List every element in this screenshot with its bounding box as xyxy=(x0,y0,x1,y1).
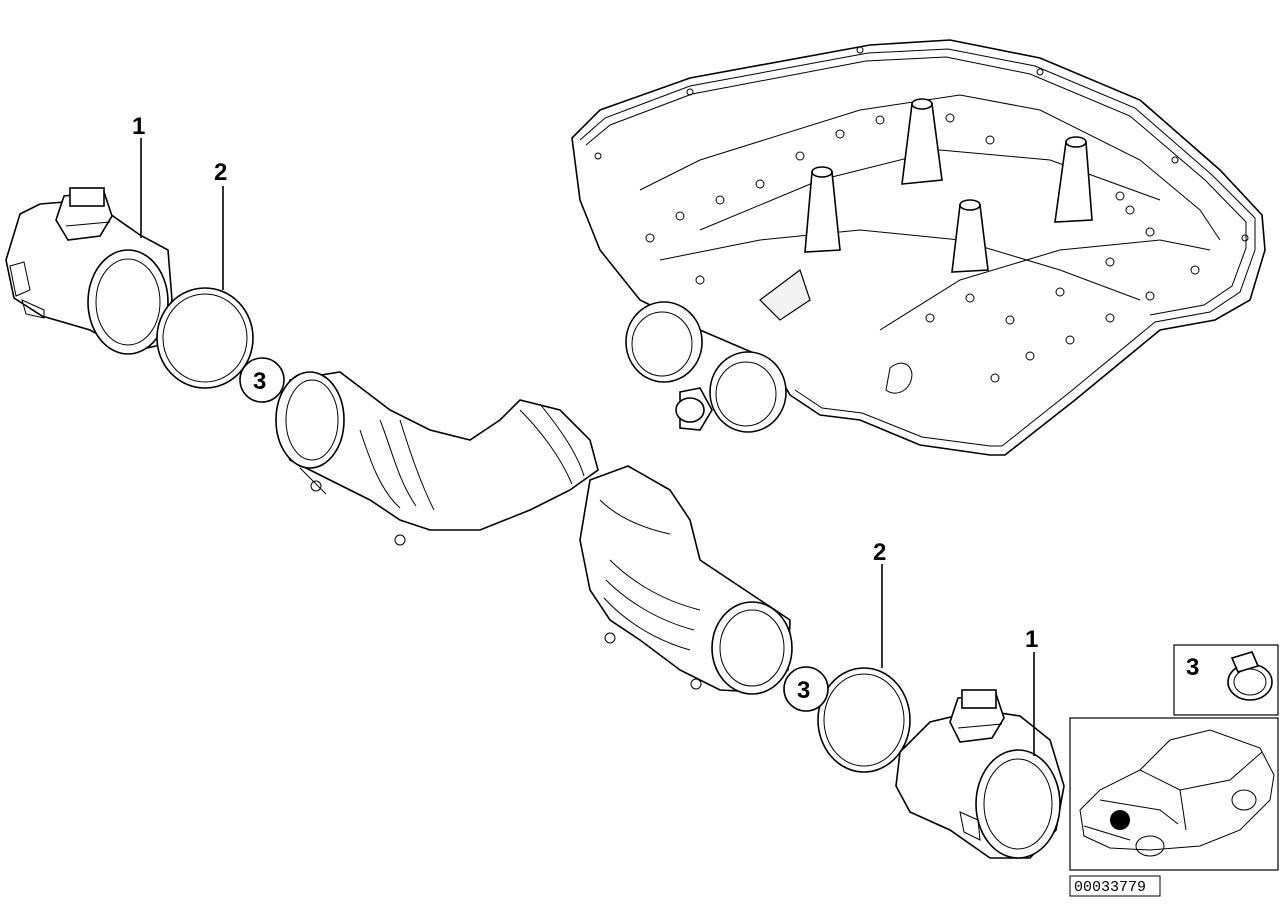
car-silhouette-icon xyxy=(1079,729,1275,857)
inset-hose-clamp[interactable]: 3 xyxy=(1173,644,1279,716)
inset-car-location xyxy=(1069,717,1279,871)
document-number-box: 00033779 xyxy=(1069,875,1161,897)
callout-3-lower-circle xyxy=(783,666,829,712)
sealing-ring-lower[interactable] xyxy=(817,667,911,773)
callout-3-upper-circle xyxy=(239,357,285,403)
hose-clamp-icon xyxy=(1227,651,1273,701)
intake-manifold[interactable] xyxy=(571,39,1266,456)
callout-1-lower: 1 xyxy=(1025,626,1038,653)
location-marker xyxy=(1110,810,1130,830)
callout-3-lower: 3 xyxy=(797,677,810,704)
callout-3-upper: 3 xyxy=(253,368,266,395)
intake-boot-lower[interactable] xyxy=(579,465,793,695)
intake-boot-upper[interactable] xyxy=(275,371,599,546)
air-mass-meter-upper[interactable] xyxy=(5,187,173,355)
air-mass-meter-lower[interactable] xyxy=(895,689,1065,859)
callout-1-upper: 1 xyxy=(132,113,145,140)
callouts: 1 2 3 2 1 3 xyxy=(132,113,1038,712)
callout-2-upper: 2 xyxy=(214,159,227,186)
callout-2-lower: 2 xyxy=(873,539,886,566)
document-number: 00033779 xyxy=(1074,879,1146,896)
inset-callout-3: 3 xyxy=(1186,654,1199,681)
leader-lines xyxy=(140,138,1035,756)
sealing-ring-upper[interactable] xyxy=(156,287,254,389)
